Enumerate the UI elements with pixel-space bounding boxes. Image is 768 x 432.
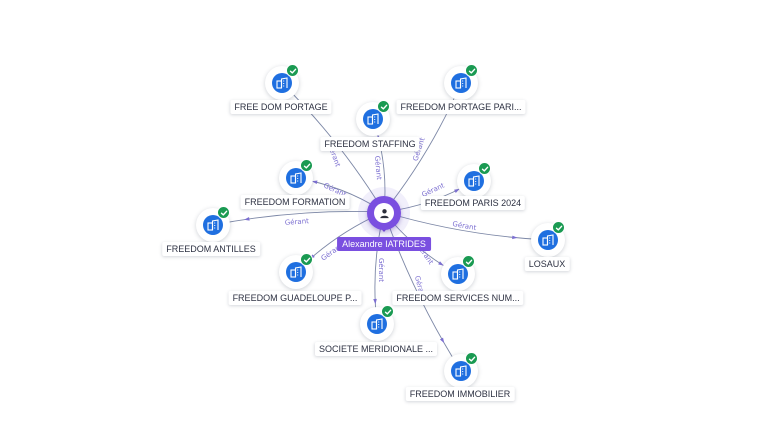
edge-label-societe-meridionale: Gérant (377, 258, 385, 282)
edge-label-freedom-staffing: Gérant (373, 155, 383, 180)
edge-arrow-freedom-immobilier (439, 337, 445, 344)
building-icon (451, 73, 471, 93)
company-label-freedom-staffing[interactable]: FREEDOM STAFFING (320, 137, 420, 151)
edge-losaux (383, 211, 549, 241)
verified-check-icon (552, 221, 565, 234)
building-icon (451, 361, 471, 381)
verified-check-icon (465, 352, 478, 365)
company-label-freedom-immobilier[interactable]: FREEDOM IMMOBILIER (405, 387, 515, 401)
company-node-losaux[interactable] (531, 221, 565, 257)
company-label-freedom-services-num[interactable]: FREEDOM SERVICES NUM... (392, 291, 524, 305)
company-node-freedom-portage-paris[interactable] (444, 64, 478, 100)
edge-label-freedom-antilles: Gérant (285, 217, 310, 227)
company-label-freedom-guadeloupe[interactable]: FREEDOM GUADELOUPE P... (228, 291, 362, 305)
company-node-freedom-formation[interactable] (279, 159, 313, 195)
edge-label-losaux: Gérant (452, 220, 477, 232)
edge-arrow-freedom-formation (311, 180, 318, 185)
company-label-freedom-antilles[interactable]: FREEDOM ANTILLES (162, 242, 260, 256)
person-icon (374, 203, 394, 223)
person-name-label[interactable]: Alexandre IATRIDES (337, 237, 431, 251)
edge-arrow-freedom-paris-2024 (454, 188, 460, 193)
verified-check-icon (478, 162, 491, 175)
edge-arrow-societe-meridionale (373, 298, 377, 305)
edge-freedom-portage-paris (383, 82, 462, 213)
verified-check-icon (377, 100, 390, 113)
edge-arrow-freedom-antilles (244, 217, 250, 221)
building-icon (363, 109, 383, 129)
verified-check-icon (465, 64, 478, 77)
company-node-freedom-services-num[interactable] (441, 255, 475, 291)
building-icon (367, 314, 387, 334)
building-icon (286, 168, 306, 188)
company-node-freedom-paris-2024[interactable] (457, 162, 491, 198)
verified-check-icon (300, 159, 313, 172)
company-label-losaux[interactable]: LOSAUX (524, 257, 570, 271)
verified-check-icon (381, 305, 394, 318)
company-label-free-dom-portage[interactable]: FREE DOM PORTAGE (230, 100, 332, 114)
building-icon (203, 215, 223, 235)
company-node-freedom-staffing[interactable] (356, 100, 390, 136)
company-label-freedom-formation[interactable]: FREEDOM FORMATION (240, 195, 350, 209)
building-icon (286, 262, 306, 282)
building-icon (448, 264, 468, 284)
edge-freedom-antilles (212, 210, 385, 226)
person-node[interactable] (358, 187, 410, 239)
building-icon (538, 230, 558, 250)
verified-check-icon (217, 206, 230, 219)
company-node-free-dom-portage[interactable] (265, 64, 299, 100)
verified-check-icon (286, 64, 299, 77)
company-node-societe-meridionale[interactable] (360, 305, 394, 341)
edge-arrow-losaux (512, 235, 518, 240)
building-icon (464, 171, 484, 191)
company-node-freedom-antilles[interactable] (196, 206, 230, 242)
company-node-freedom-guadeloupe[interactable] (279, 253, 313, 289)
company-label-freedom-paris-2024[interactable]: FREEDOM PARIS 2024 (420, 196, 526, 210)
verified-check-icon (300, 253, 313, 266)
verified-check-icon (462, 255, 475, 268)
company-node-freedom-immobilier[interactable] (444, 352, 478, 388)
building-icon (272, 73, 292, 93)
company-label-societe-meridionale[interactable]: SOCIETE MERIDIONALE ... (314, 342, 438, 356)
company-label-freedom-portage-paris[interactable]: FREEDOM PORTAGE PARI... (396, 100, 526, 114)
